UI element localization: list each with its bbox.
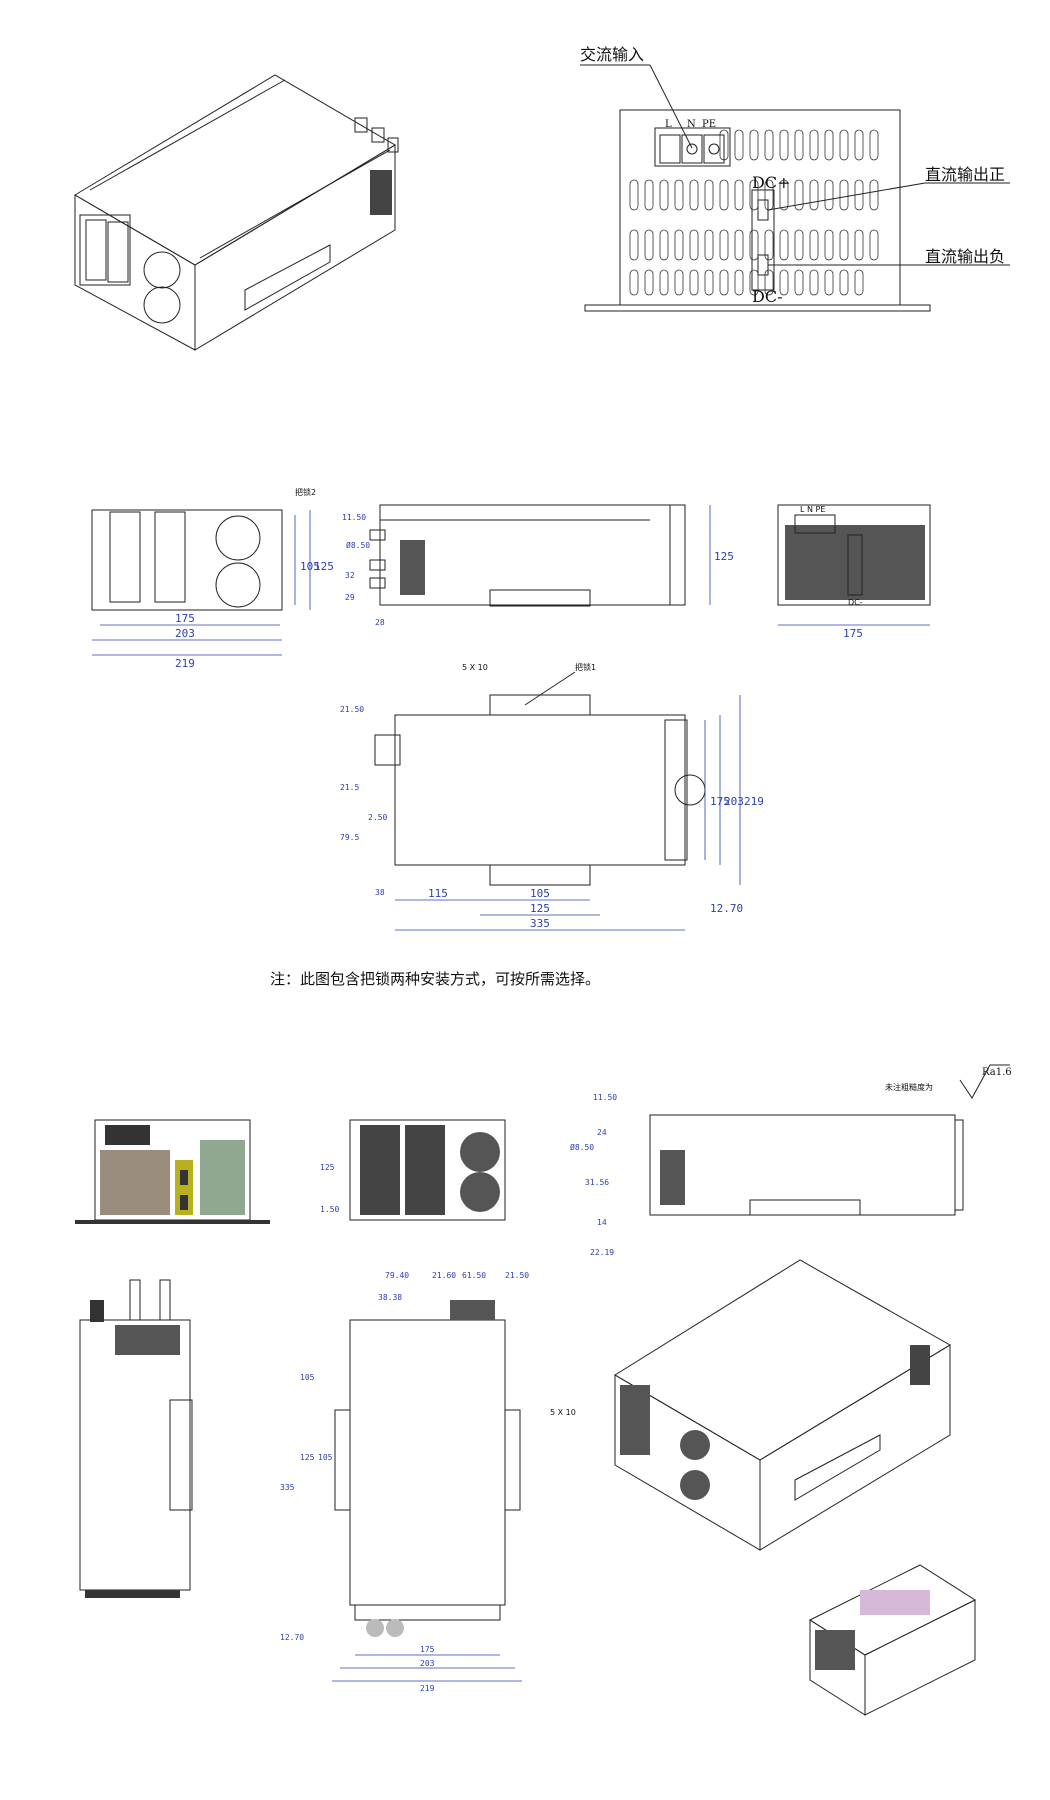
side-dim-28: 28	[375, 618, 385, 627]
front-view-mid: 把锁2 175 203 219 105 125	[91, 487, 334, 670]
front2-dim-1-50: 1.50	[320, 1205, 339, 1214]
plan2-dim-21-50: 21.50	[505, 1271, 529, 1280]
dc-minus-label: DC-	[752, 287, 782, 306]
plan-dim-21-50: 21.50	[340, 705, 364, 714]
side-dim-11-50: 11.50	[342, 513, 366, 522]
plan-dim-335: 335	[530, 917, 550, 930]
rear-terminals-label: L N PE	[800, 505, 825, 514]
roughness-note-label: 未注粗糙度为	[885, 1082, 933, 1092]
dc-positive-output-label: 直流输出正	[925, 165, 1005, 184]
plan2-dim-38-38: 38.38	[378, 1293, 402, 1302]
rear-dim-175: 175	[843, 627, 863, 640]
side-view-bottom: 11.50 24 Ø8.50 31.56 14 22.19 未注粗糙度为 Ra1…	[570, 1064, 1012, 1257]
roughness-label: Ra1.6	[982, 1067, 1012, 1078]
side-dim-125: 125	[714, 550, 734, 563]
plan-dim-2-50: 2.50	[368, 813, 387, 822]
plan2-dim-175: 175	[420, 1645, 435, 1654]
front-dim-219: 219	[175, 657, 195, 670]
plan-dim-219: 219	[744, 795, 764, 808]
front-view-bottom: 125 1.50	[320, 1119, 506, 1221]
plan-view-mid: 5 X 10 把锁1 21.50 21.5 2.50 79.5 38 115 1…	[340, 662, 764, 931]
plan-dim-38: 38	[375, 888, 385, 897]
side-view-mid: 11.50 Ø8.50 32 29 28 125	[342, 504, 734, 627]
plan-dim-115: 115	[428, 887, 448, 900]
plan2-dim-219: 219	[420, 1684, 435, 1693]
plan2-dim-125: 125	[300, 1453, 315, 1462]
ac-input-label: 交流输入	[580, 45, 644, 64]
rear-view-bottom	[75, 1119, 270, 1224]
handle-1-label: 把锁1	[575, 662, 596, 672]
side2-dim-11-50: 11.50	[593, 1093, 617, 1102]
plan2-dim-79-40: 79.40	[385, 1271, 409, 1280]
plan-dim-12-70: 12.70	[710, 902, 743, 915]
front2-dim-125: 125	[320, 1163, 335, 1172]
side-dim-32: 32	[345, 571, 355, 580]
side2-dim-22-19: 22.19	[590, 1248, 614, 1257]
installation-note: 注：此图包含把锁两种安装方式，可按所需选择。	[270, 970, 601, 988]
plan-dim-125: 125	[530, 902, 550, 915]
side-dim-29: 29	[345, 593, 355, 602]
front-dim-203: 203	[175, 627, 195, 640]
plan2-dim-21-60: 21.60	[432, 1271, 456, 1280]
dc-plus-label: DC+	[752, 173, 790, 192]
rear-dc-minus-label: DC-	[848, 598, 863, 607]
dc-negative-output-label: 直流输出负	[925, 247, 1005, 266]
plan-dim-79-5: 79.5	[340, 833, 359, 842]
iso-view-bottom	[614, 1259, 977, 1716]
side2-dim-dia-8-50: Ø8.50	[570, 1142, 594, 1152]
plan2-dim-203: 203	[420, 1659, 435, 1668]
plan-dim-203: 203	[724, 795, 744, 808]
side-view-grey	[79, 1279, 193, 1598]
plan-dim-105: 105	[530, 887, 550, 900]
plan2-dim-335: 335	[280, 1483, 295, 1492]
side2-dim-24: 24	[597, 1128, 607, 1137]
plan2-dim-105-a: 105	[300, 1373, 315, 1382]
rear-view-top: L N PE DC+ DC- 交流输入 直流输出正 直流输出负	[580, 45, 1010, 312]
iso-view-top	[74, 74, 399, 351]
plan2-dim-105-b: 105	[318, 1453, 333, 1462]
front-dim-175: 175	[175, 612, 195, 625]
side-dim-dia-8-50: Ø8.50	[346, 540, 370, 550]
rear-view-mid: L N PE DC- 175	[777, 504, 931, 640]
side2-dim-14: 14	[597, 1218, 607, 1227]
front-dim-125: 125	[314, 560, 334, 573]
terminal-N-label: N	[687, 119, 696, 130]
plan2-dim-61-50: 61.50	[462, 1271, 486, 1280]
handle-2-label: 把锁2	[295, 487, 316, 497]
plan-view-bottom: 79.40 21.60 61.50 21.50 38.38 105 125 10…	[280, 1271, 576, 1693]
plan-hole-label: 5 X 10	[462, 663, 488, 672]
plan2-dim-12-70: 12.70	[280, 1633, 304, 1642]
terminal-PE-label: PE	[702, 119, 716, 130]
plan-dim-21-5: 21.5	[340, 783, 359, 792]
terminal-L-label: L	[665, 119, 672, 130]
plan2-hole-label: 5 X 10	[550, 1408, 576, 1417]
side2-dim-31-56: 31.56	[585, 1178, 609, 1187]
